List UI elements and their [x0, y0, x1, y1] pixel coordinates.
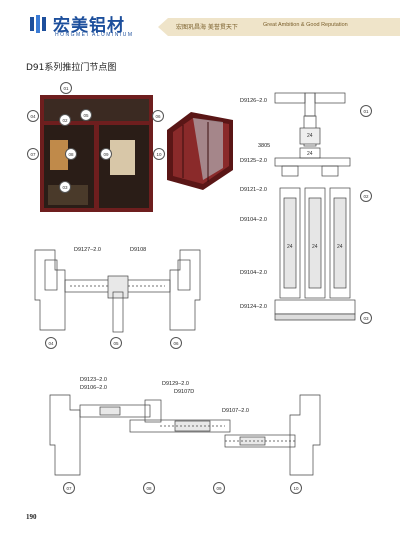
vertical-section-drawing: 24 24 24 24 24 — [274, 92, 356, 321]
profile-photo — [167, 112, 233, 190]
callout-05-section: 05 — [110, 337, 122, 349]
dim-24-b: 24 — [307, 151, 313, 157]
label-3805: 3805 — [258, 143, 271, 149]
slogan-cn: 宏图巩昌海 美誉贯天下 — [176, 24, 238, 31]
callout-07: 07 — [27, 148, 39, 160]
dim-24-a: 24 — [307, 133, 313, 139]
logo-icon — [30, 15, 46, 33]
dim-24-d: 24 — [312, 244, 318, 250]
label-d9121: D9121–2.0 — [240, 187, 267, 193]
slogan-en: Great Ambition & Good Reputation — [263, 22, 348, 28]
brand-name-en: HONGMEI ALUMINIUM — [55, 32, 134, 38]
label-d9108: D9108 — [130, 247, 147, 253]
label-d9124: D9124–2.0 — [240, 304, 267, 310]
slogan-arrow — [158, 18, 168, 36]
label-d9107: D9107–2.0 — [222, 408, 249, 414]
callout-03-section: 03 — [360, 312, 372, 324]
callout-08: 08 — [65, 148, 77, 160]
horizontal-section-04-06 — [34, 249, 201, 333]
label-d9129: D9129–2.0 — [162, 381, 189, 387]
label-d9106: D9106–2.0 — [80, 385, 107, 391]
callout-06-section: 06 — [170, 337, 182, 349]
dim-24-c: 24 — [287, 244, 293, 250]
slogan-bar — [168, 18, 400, 36]
callout-10: 10 — [153, 148, 165, 160]
page-title: D91系列推拉门节点图 — [26, 63, 117, 73]
label-d9123: D9123–2.0 — [80, 377, 107, 383]
callout-02: 02 — [59, 114, 71, 126]
callout-04-section: 04 — [45, 337, 57, 349]
callout-09-section: 09 — [213, 482, 225, 494]
label-d9125: D9125–2.0 — [240, 158, 267, 164]
label-d9107d: D9107D — [174, 389, 195, 395]
callout-07-section: 07 — [63, 482, 75, 494]
door-photo — [40, 95, 153, 212]
callout-04: 04 — [27, 110, 39, 122]
callout-05: 05 — [80, 109, 92, 121]
label-d9104-a: D9104–2.0 — [240, 217, 267, 223]
callout-06: 06 — [152, 110, 164, 122]
callout-08-section: 08 — [143, 482, 155, 494]
callout-01: 01 — [60, 82, 72, 94]
label-d9104-b: D9104–2.0 — [240, 270, 267, 276]
callout-09: 09 — [100, 148, 112, 160]
callout-02-section: 02 — [360, 190, 372, 202]
callout-10-section: 10 — [290, 482, 302, 494]
callout-01-section: 01 — [360, 105, 372, 117]
label-d9126: D9126–2.0 — [240, 98, 267, 104]
label-d9127: D9127–2.0 — [74, 247, 101, 253]
page-number: 190 — [26, 513, 37, 521]
page-header: 宏美铝材 HONGMEI ALUMINIUM 宏图巩昌海 美誉贯天下 Great… — [0, 0, 400, 50]
callout-03: 03 — [59, 181, 71, 193]
brand-name: 宏美铝材 — [53, 16, 125, 36]
dim-24-e: 24 — [337, 244, 343, 250]
horizontal-section-07-10 — [49, 394, 321, 476]
